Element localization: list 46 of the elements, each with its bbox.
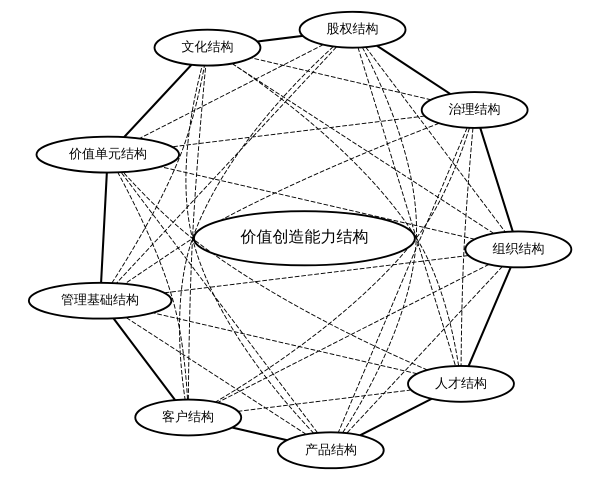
connector	[179, 46, 334, 400]
connector	[120, 172, 318, 434]
connector	[116, 46, 337, 284]
connector	[186, 65, 314, 434]
connector	[100, 172, 108, 283]
connector	[124, 122, 440, 284]
connector	[460, 128, 474, 366]
node-ellipse: 价值创造能力结构	[192, 210, 416, 266]
node-ellipse: 价值单元结构	[36, 136, 180, 174]
node-ellipse: 文化结构	[154, 28, 262, 66]
connector	[376, 44, 451, 95]
connector	[215, 128, 470, 402]
connector	[338, 127, 468, 433]
node-ellipse: 客户结构	[134, 398, 242, 436]
connector	[257, 34, 303, 42]
connector	[360, 398, 432, 436]
node-ellipse: 人才结构	[407, 364, 515, 403]
connector	[250, 57, 432, 100]
connector	[358, 47, 456, 366]
node-ellipse: 股权结构	[298, 10, 406, 49]
connector	[122, 172, 428, 370]
connector	[112, 318, 176, 401]
connector	[365, 46, 506, 232]
connector	[111, 65, 205, 284]
node-ellipse: 组织结构	[464, 230, 572, 268]
connector	[232, 426, 288, 442]
connector	[232, 63, 460, 366]
connector	[479, 128, 514, 232]
connector	[152, 312, 418, 374]
node-ellipse: 产品结构	[276, 431, 385, 470]
connector	[217, 264, 490, 404]
connector	[138, 44, 324, 139]
node-ellipse: 管理基础结构	[28, 282, 172, 320]
node-ellipse: 治理结构	[420, 91, 529, 129]
connector	[126, 317, 307, 435]
connector	[164, 255, 469, 294]
connector	[342, 46, 417, 434]
connector	[172, 116, 426, 148]
connector	[117, 172, 188, 400]
connector	[160, 166, 476, 240]
connector	[123, 64, 192, 138]
connector	[468, 266, 512, 366]
connector	[346, 266, 503, 434]
connector	[232, 63, 494, 234]
connector	[238, 390, 412, 412]
connector	[188, 65, 206, 400]
